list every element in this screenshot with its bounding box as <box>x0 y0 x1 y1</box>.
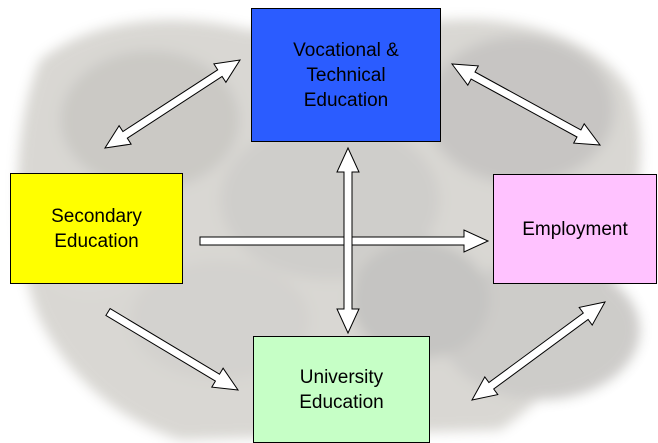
arrow-vocational-to-university <box>336 146 360 335</box>
arrow-university-to-employment <box>471 301 606 401</box>
secondary-education-box: Secondary Education <box>10 173 183 284</box>
employment-box: Employment <box>493 174 657 284</box>
employment-label: Employment <box>522 218 628 240</box>
secondary-education-label: Secondary Education <box>51 205 142 252</box>
arrow-secondary-to-vocational <box>103 59 242 149</box>
university-education-label: University Education <box>299 366 384 413</box>
vocational-technical-education-box: Vocational & Technical Education <box>251 8 441 142</box>
vocational-technical-education-label: Vocational & Technical Education <box>293 39 399 111</box>
arrow-vocational-to-employment <box>450 63 602 146</box>
arrow-secondary-to-university <box>105 307 240 391</box>
university-education-box: University Education <box>253 336 430 443</box>
